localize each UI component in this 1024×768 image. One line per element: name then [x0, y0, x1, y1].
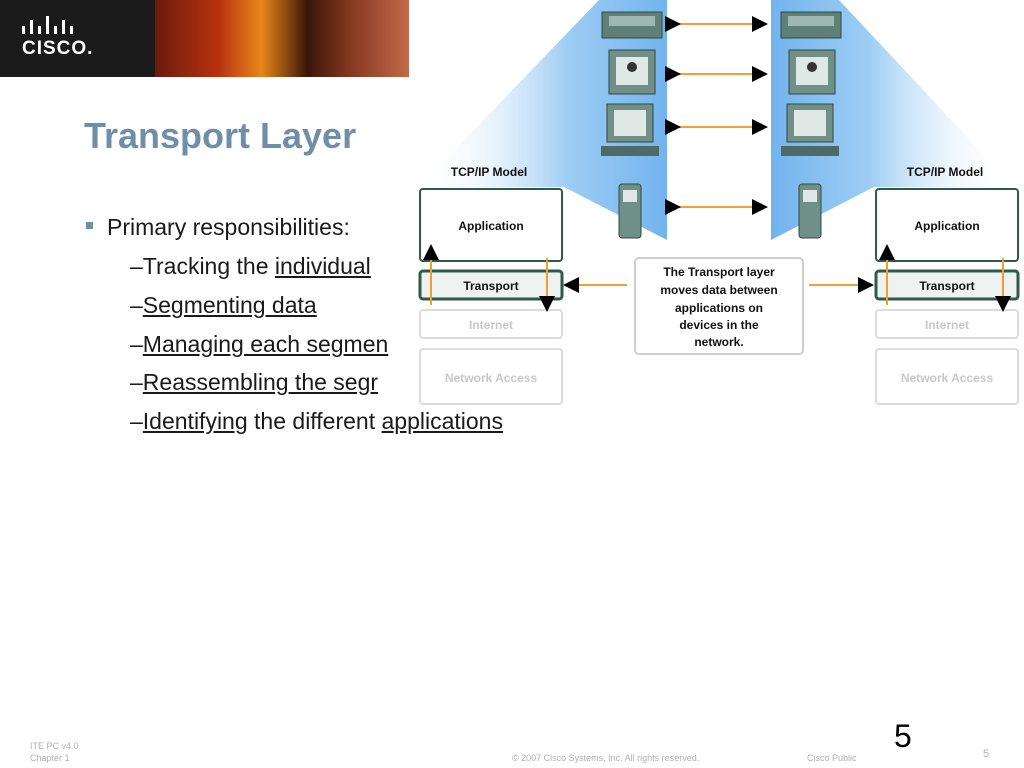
- sub-bullet-2: –Segmenting data: [130, 292, 317, 319]
- sub-bullet-3: –Managing each segmen: [130, 331, 388, 358]
- dash: –: [130, 331, 143, 357]
- dash: –: [130, 369, 143, 395]
- right-application-layer: [875, 188, 1019, 262]
- left-network-access-layer: [419, 348, 563, 405]
- right-network-access-layer: [875, 348, 1019, 405]
- left-model-title: TCP/IP Model: [451, 165, 527, 179]
- callout-line-3: applications on: [675, 301, 763, 315]
- right-internet-layer: [875, 309, 1019, 339]
- left-transport-layer: [418, 269, 564, 301]
- right-computer-icon: [781, 103, 839, 156]
- sub-link[interactable]: applications: [381, 408, 503, 434]
- slide-number: 5: [894, 718, 912, 754]
- left-application-layer: [419, 188, 563, 262]
- footer-page-number: 5: [983, 748, 990, 760]
- callout-line-4: devices in the: [679, 318, 759, 332]
- right-transport-layer: [874, 269, 1020, 301]
- cisco-logo-text: CISCO.: [22, 38, 94, 59]
- sub-bullet-1: –Tracking the individual: [130, 253, 371, 280]
- footer-classification: Cisco Public: [807, 753, 857, 763]
- right-mobile-phone-icon: [798, 183, 822, 239]
- sub-bullet-4: –Reassembling the segr: [130, 369, 378, 396]
- left-internet-label: Internet: [469, 318, 513, 332]
- footer-course: ITE PC v4.0: [30, 741, 79, 751]
- transport-callout-box: [634, 257, 804, 355]
- sub-link[interactable]: Identifying: [142, 408, 248, 434]
- footer-chapter: Chapter 1: [30, 753, 70, 763]
- left-video-phone-icon: [608, 49, 656, 95]
- left-transport-label: Transport: [463, 279, 518, 293]
- callout-line-5: network.: [694, 335, 743, 349]
- sub-link[interactable]: Managing each segmen: [142, 331, 389, 357]
- right-video-phone-icon: [788, 49, 836, 95]
- right-network-access-label: Network Access: [901, 371, 994, 385]
- sub-bullet-5: –Identifying the different applications: [130, 408, 503, 435]
- footer-copyright: © 2007 Cisco Systems, Inc. All rights re…: [512, 753, 700, 763]
- sub-text: Tracking the: [142, 253, 275, 279]
- dash: –: [130, 253, 143, 279]
- right-application-label: Application: [914, 219, 979, 233]
- bullet-primary-text: Primary responsibilities:: [107, 214, 350, 240]
- right-model-title: TCP/IP Model: [907, 165, 983, 179]
- right-ip-phone-icon: [780, 11, 842, 39]
- sub-text: the different: [247, 408, 382, 434]
- slide-title: Transport Layer: [84, 115, 357, 156]
- left-internet-layer: [419, 309, 563, 339]
- banner-photo: [155, 0, 409, 77]
- left-network-access-label: Network Access: [445, 371, 538, 385]
- right-internet-label: Internet: [925, 318, 969, 332]
- left-glow: [419, 0, 667, 240]
- bullet-square-icon: [86, 222, 93, 230]
- bullet-primary: Primary responsibilities:: [86, 214, 350, 241]
- callout-line-1: The Transport layer: [663, 265, 775, 279]
- sub-link[interactable]: individual: [274, 253, 371, 279]
- tcpip-diagram: TCP/IP Model Application Transport Inter…: [418, 0, 1020, 405]
- cisco-logo-icon: [22, 16, 73, 34]
- sub-link[interactable]: Segmenting data: [142, 292, 317, 318]
- header-banner: CISCO.: [0, 0, 409, 77]
- logo-area: [0, 0, 155, 77]
- sub-link[interactable]: Reassembling the segr: [142, 369, 379, 395]
- dash: –: [130, 408, 143, 434]
- left-application-label: Application: [458, 219, 523, 233]
- left-ip-phone-icon: [601, 11, 663, 39]
- dash: –: [130, 292, 143, 318]
- right-transport-label: Transport: [919, 279, 974, 293]
- left-computer-icon: [601, 103, 659, 156]
- callout-line-2: moves data between: [660, 283, 777, 297]
- left-mobile-phone-icon: [618, 183, 642, 239]
